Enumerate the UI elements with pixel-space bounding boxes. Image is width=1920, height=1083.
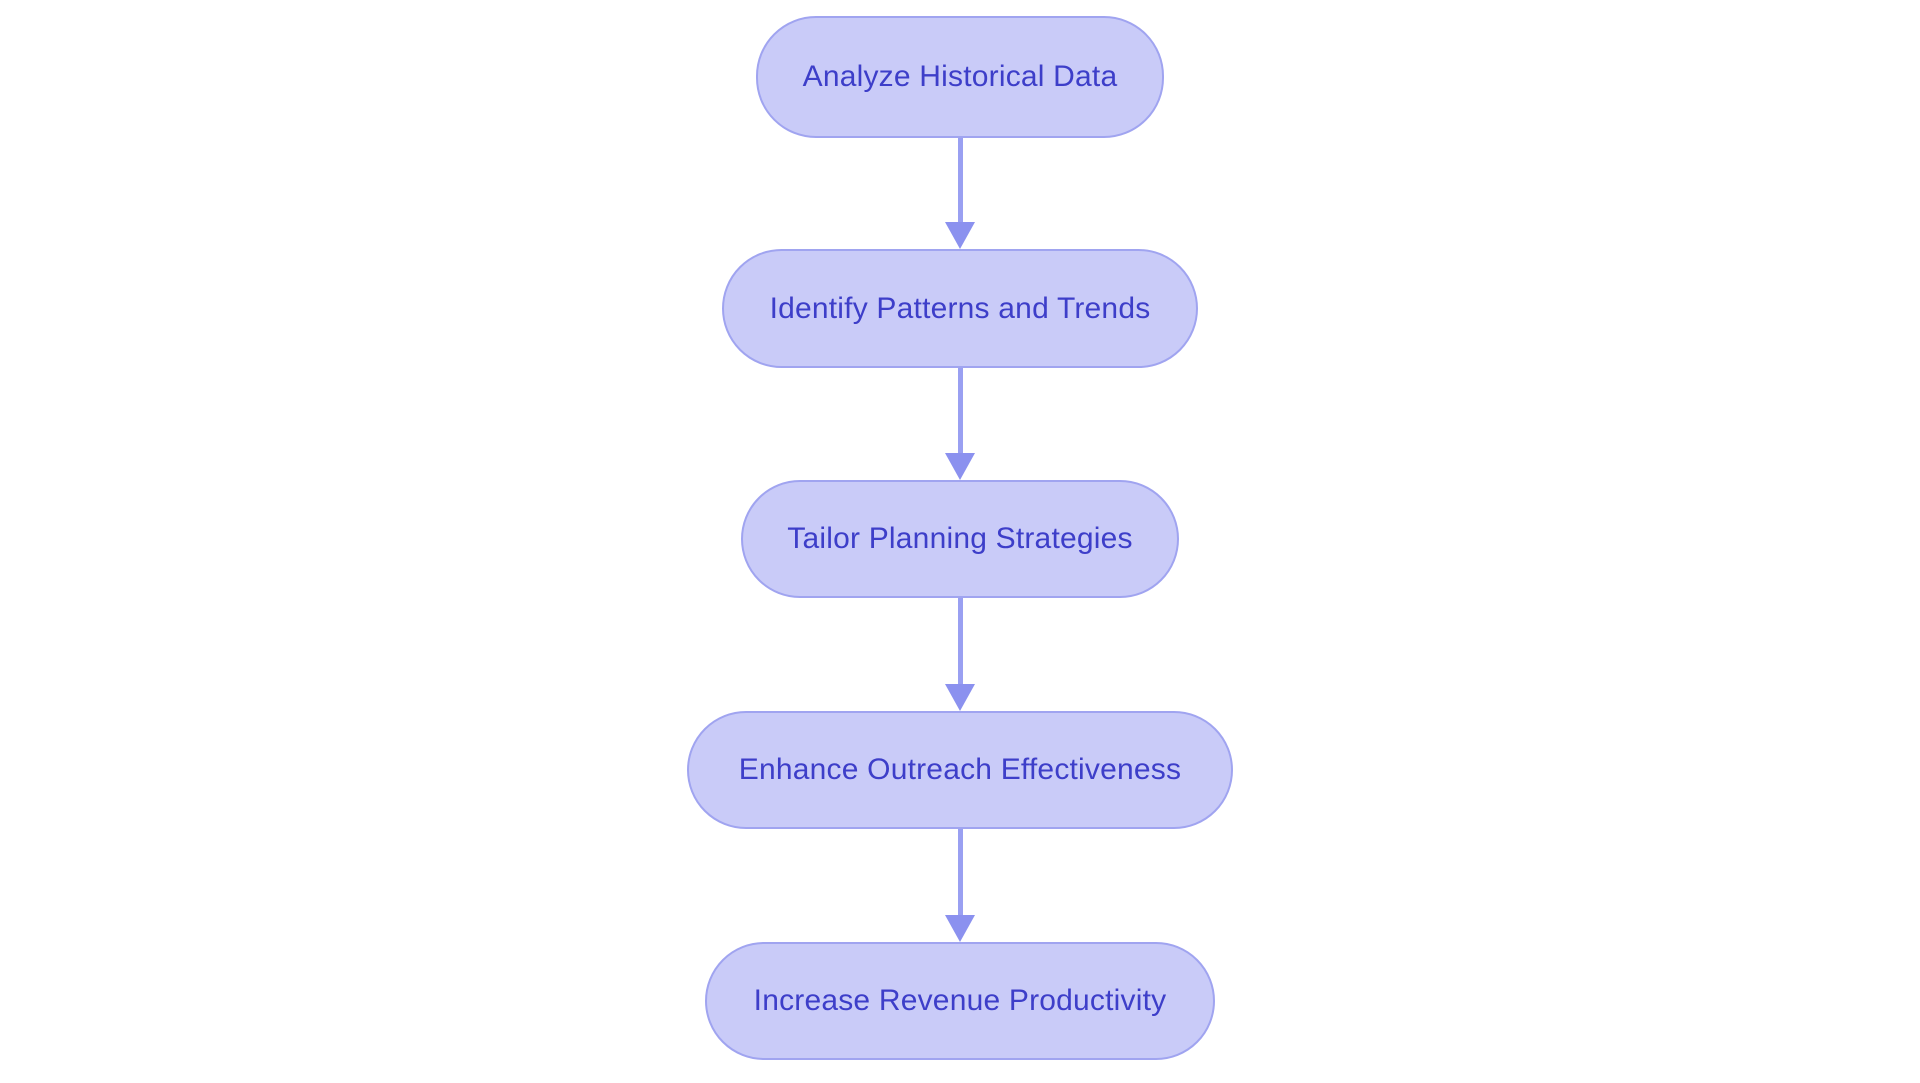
arrow-line [957, 829, 963, 915]
arrow-down-icon [945, 915, 975, 942]
arrow-line [957, 368, 963, 453]
flow-node-enhance-outreach-effectiveness: Enhance Outreach Effectiveness [687, 711, 1233, 829]
flow-node-analyze-historical-data: Analyze Historical Data [756, 16, 1164, 138]
flow-node-label: Tailor Planning Strategies [787, 522, 1133, 555]
flow-node-identify-patterns-and-trends: Identify Patterns and Trends [722, 249, 1198, 368]
arrow-down-icon [945, 684, 975, 711]
flow-node-label: Enhance Outreach Effectiveness [738, 753, 1182, 786]
flow-node-tailor-planning-strategies: Tailor Planning Strategies [741, 480, 1179, 598]
flow-arrow-4 [945, 829, 975, 942]
flow-node-label: Increase Revenue Productivity [753, 984, 1167, 1017]
flow-node-increase-revenue-productivity: Increase Revenue Productivity [705, 942, 1215, 1060]
arrow-line [957, 598, 963, 684]
arrow-line [957, 138, 963, 222]
arrow-down-icon [945, 453, 975, 480]
flow-node-label: Identify Patterns and Trends [769, 291, 1151, 325]
arrow-down-icon [945, 222, 975, 249]
flow-arrow-3 [945, 598, 975, 711]
flow-node-label: Analyze Historical Data [802, 60, 1118, 93]
flow-arrow-2 [945, 368, 975, 480]
flow-arrow-1 [945, 138, 975, 249]
